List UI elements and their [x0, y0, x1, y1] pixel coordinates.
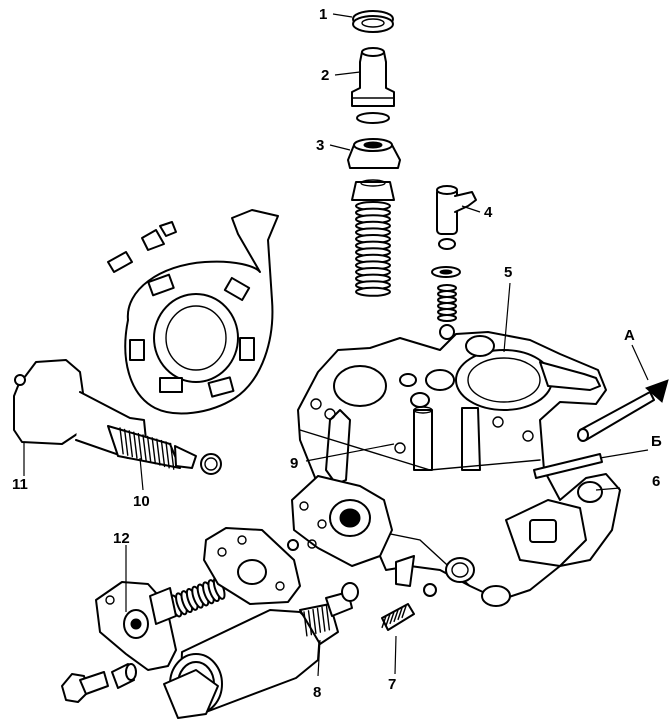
part-4-lever-valve [431, 185, 477, 340]
rod-a [577, 379, 669, 442]
cover-plate [107, 209, 279, 415]
callout-7: 7 [388, 676, 396, 693]
part-2-valve [351, 47, 395, 124]
callout-1: 1 [319, 6, 327, 23]
part-1-ring [352, 10, 394, 33]
part-7-screw [287, 539, 437, 631]
callout-4: 4 [484, 204, 493, 221]
rod-b [533, 453, 603, 479]
carburetor-body [291, 331, 621, 607]
part-8-actuator [163, 582, 359, 719]
callout-2: 2 [321, 67, 329, 84]
leader-lines [23, 13, 649, 677]
callout-10: 10 [133, 493, 150, 510]
callout-b: Б [651, 433, 662, 450]
bolt-and-sleeve [61, 663, 137, 703]
mounting-flange [203, 527, 301, 605]
main-spring [351, 179, 395, 297]
callout-labels: 1 2 3 4 5 6 7 8 9 10 11 12 А Б [12, 6, 662, 701]
callout-9: 9 [290, 455, 298, 472]
callout-8: 8 [313, 684, 321, 701]
callout-5: 5 [504, 264, 512, 281]
part-3-cone-seat [347, 138, 401, 169]
callout-11: 11 [12, 476, 28, 493]
callout-a: А [624, 327, 635, 344]
callout-3: 3 [316, 137, 324, 154]
return-spring [149, 576, 226, 625]
part-11-10-solenoid-valve [13, 359, 222, 475]
callout-6: 6 [652, 473, 660, 490]
callout-12: 12 [113, 530, 130, 547]
